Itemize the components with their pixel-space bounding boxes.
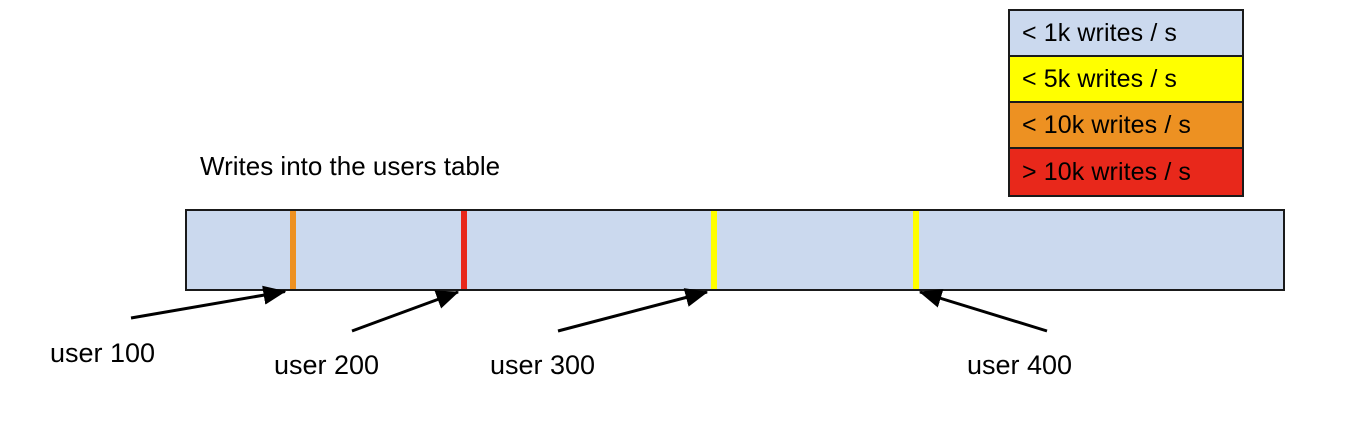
legend-row-under-5k: < 5k writes / s [1010, 57, 1242, 103]
marker-user-100 [289, 211, 296, 289]
arrow-user-200 [351, 290, 460, 333]
legend-row-over-10k: > 10k writes / s [1010, 149, 1242, 195]
callout-label-user-200: user 200 [274, 350, 380, 380]
arrow-user-400 [918, 289, 1048, 333]
arrow-user-100 [130, 285, 287, 320]
legend-row-under-1k: < 1k writes / s [1010, 11, 1242, 57]
chart-title: Writes into the users table [200, 151, 501, 181]
arrow-user-300 [557, 288, 709, 333]
write-rate-legend: < 1k writes / s < 5k writes / s < 10k wr… [1008, 9, 1244, 197]
legend-label-over-10k: > 10k writes / s [1022, 157, 1192, 186]
users-table-bar [185, 209, 1285, 291]
callout-label-user-300: user 300 [490, 350, 596, 380]
callout-label-user-100: user 100 [50, 338, 156, 368]
marker-user-200 [461, 211, 468, 289]
callout-label-user-400: user 400 [967, 350, 1073, 380]
marker-user-300 [710, 211, 717, 289]
legend-label-under-5k: < 5k writes / s [1022, 64, 1178, 93]
legend-row-under-10k: < 10k writes / s [1010, 103, 1242, 149]
legend-label-under-10k: < 10k writes / s [1022, 110, 1192, 139]
legend-label-under-1k: < 1k writes / s [1022, 18, 1178, 47]
users-table-bar-body [185, 209, 1285, 291]
marker-user-400 [913, 211, 920, 289]
